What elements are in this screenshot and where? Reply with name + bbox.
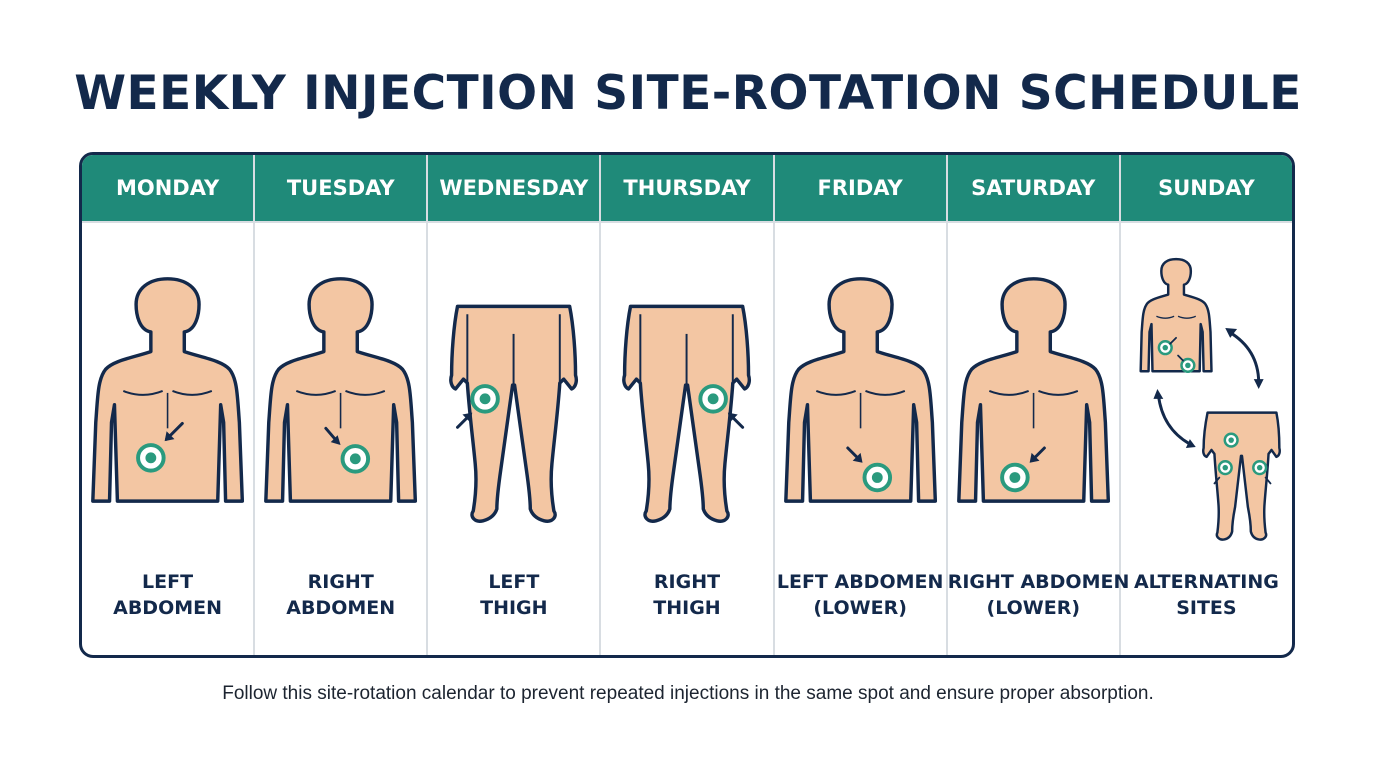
injection-site-marker: [1217, 460, 1233, 476]
day-column-thursday: THURSDAY RIGHT THIGH: [601, 155, 775, 655]
torso-figure-left-abdomen: [82, 223, 253, 553]
day-header-monday: MONDAY: [82, 155, 254, 223]
arrow-icon: [456, 412, 473, 429]
arrow-icon: [1169, 336, 1184, 362]
day-column-saturday: SATURDAY RIGHT ABDOMEN (LOWE: [947, 155, 1130, 655]
day-header-sunday: SUNDAY: [1120, 155, 1292, 223]
site-label-sunday: ALTERNATING SITES: [1133, 571, 1279, 619]
torso-icon: [1139, 257, 1213, 373]
injection-site-marker: [136, 443, 166, 473]
site-label-wednesday: LEFT THIGH: [480, 571, 548, 619]
day-header-friday: FRIDAY: [774, 155, 946, 223]
alternating-sites-figure: [1121, 223, 1292, 553]
day-column-sunday: SUNDAY: [1120, 155, 1292, 655]
site-label-tuesday: RIGHT ABDOMEN: [286, 571, 396, 619]
injection-site-marker: [862, 462, 892, 493]
day-column-tuesday: TUESDAY RIGHT ABDOMEN: [255, 155, 429, 655]
torso-figure-right-abdomen-lower: [948, 223, 1119, 553]
arrow-icon: [1029, 446, 1046, 463]
cycle-arrow-icon: [1153, 328, 1264, 448]
legs-icon: [449, 304, 579, 523]
caption: Follow this site-rotation calendar to pr…: [222, 683, 1154, 704]
arrow-icon: [845, 446, 863, 463]
arrow-icon: [1213, 476, 1272, 485]
site-label-saturday: RIGHT ABDOMEN (LOWER): [947, 571, 1130, 619]
torso-icon: [91, 277, 245, 503]
torso-figure-left-abdomen-lower: [775, 223, 946, 553]
site-label-thursday: RIGHT THIGH: [653, 571, 721, 619]
site-label-monday: LEFT ABDOMEN: [113, 571, 223, 619]
arrow-icon: [324, 426, 341, 446]
torso-icon: [783, 277, 937, 503]
day-header-saturday: SATURDAY: [947, 155, 1119, 223]
legs-icon: [622, 304, 752, 523]
day-header-tuesday: TUESDAY: [255, 155, 427, 223]
injection-site-marker: [1251, 460, 1268, 476]
injection-site-marker: [698, 384, 729, 414]
torso-figure-right-abdomen: [255, 223, 426, 553]
injection-site-marker: [1180, 357, 1196, 374]
injection-site-marker: [1157, 340, 1173, 356]
day-column-monday: MONDAY LEFT ABDOMEN: [82, 155, 256, 655]
legs-icon: [1201, 411, 1281, 541]
page-title: WEEKLY INJECTION SITE-ROTATION SCHEDULE: [74, 66, 1302, 121]
legs-figure-right-thigh: [601, 223, 772, 553]
rotation-calendar: MONDAY LEFT ABDOMEN: [79, 152, 1295, 658]
site-label-friday: LEFT ABDOMEN (LOWER): [776, 571, 944, 619]
injection-site-marker: [999, 462, 1030, 493]
torso-icon: [264, 277, 418, 503]
arrow-icon: [164, 421, 184, 442]
torso-icon: [956, 277, 1110, 503]
arrow-icon: [728, 412, 745, 429]
day-column-friday: FRIDAY LEFT ABDOMEN (LOWER): [774, 155, 948, 655]
legs-figure-left-thigh: [428, 223, 599, 553]
day-column-wednesday: WEDNESDAY LEFT THIGH: [428, 155, 602, 655]
day-header-thursday: THURSDAY: [601, 155, 773, 223]
injection-site-marker: [1223, 432, 1239, 448]
injection-site-marker: [340, 444, 371, 474]
day-header-wednesday: WEDNESDAY: [428, 155, 600, 223]
injection-site-marker: [470, 384, 501, 414]
